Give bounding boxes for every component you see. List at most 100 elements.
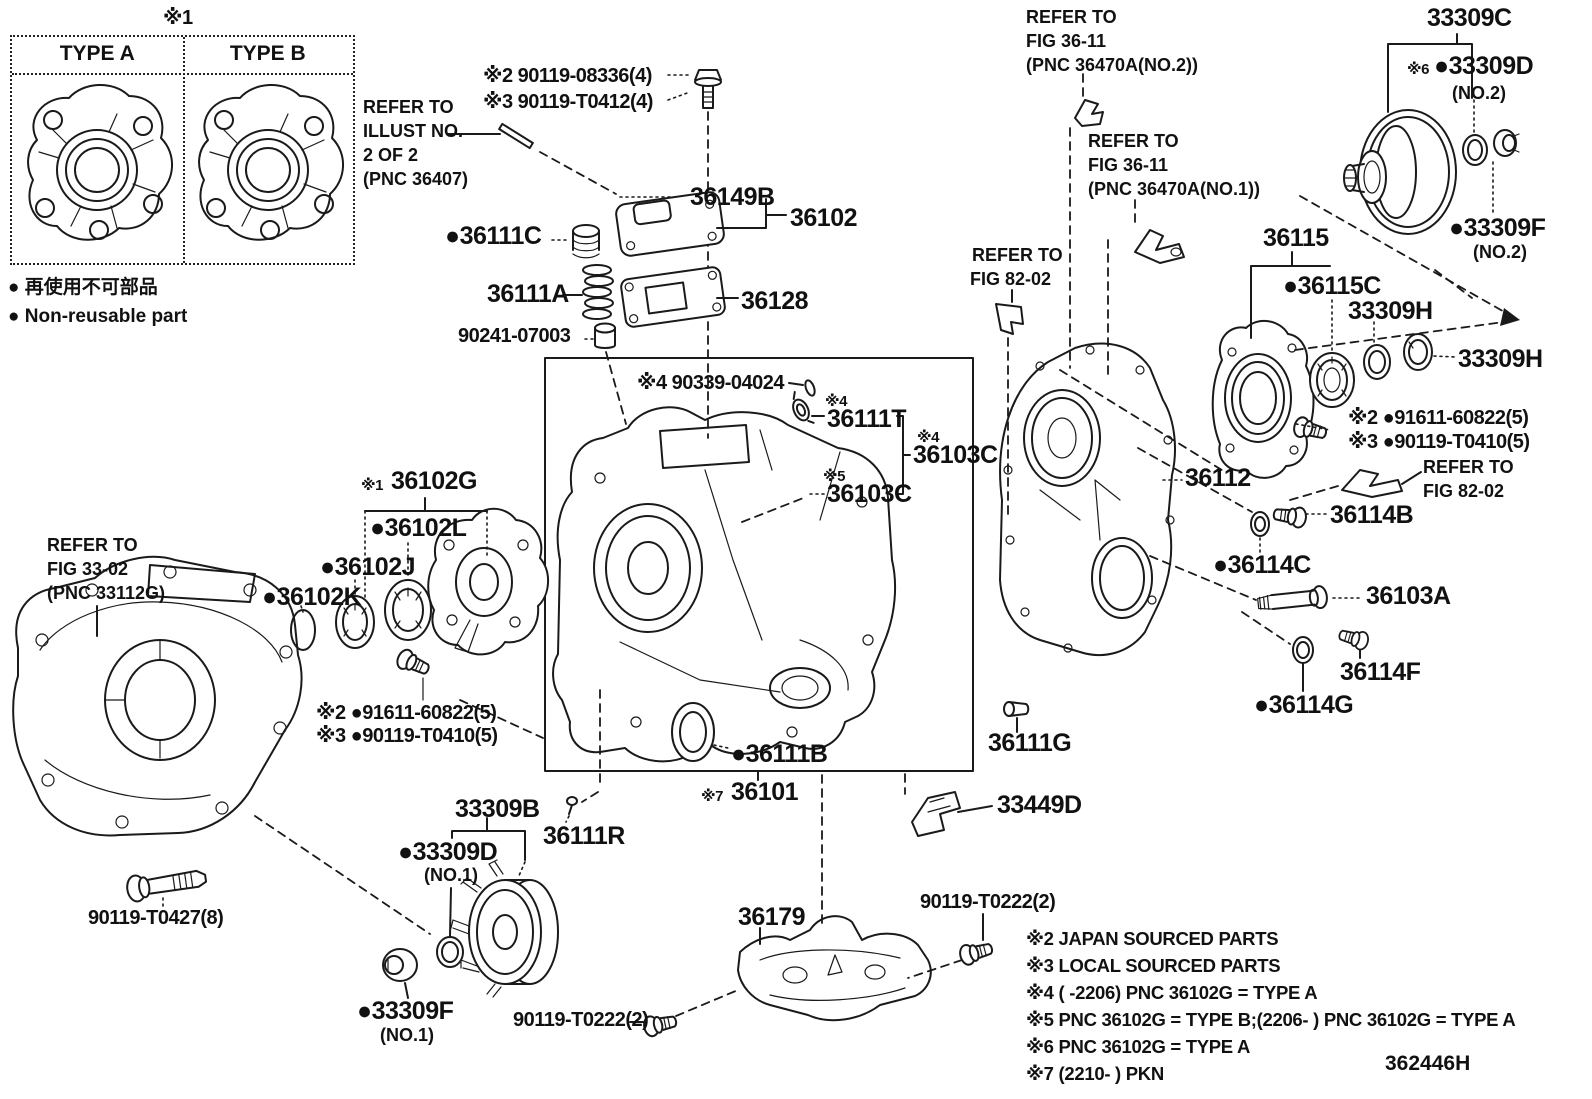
part-label-36111g: 36111G <box>988 729 1072 757</box>
part-36470a-no1-lever-sketch <box>1134 229 1185 264</box>
part-label-36128: 36128 <box>741 287 809 315</box>
bolt-36103a-sketch <box>1257 585 1328 611</box>
part-label-36115: 36115 <box>1263 224 1329 252</box>
part-36102j-bearing-sketch <box>335 595 375 649</box>
part-label-36112: 36112 <box>1185 464 1251 492</box>
part-label-no-1: (NO.1) <box>380 1025 434 1045</box>
type-b-header: TYPE B <box>229 42 306 65</box>
footnote-line: ※5 PNC 36102G = TYPE B;(2206- ) PNC 3610… <box>1026 1009 1516 1030</box>
part-label-33309h: 33309H <box>1458 345 1543 373</box>
part-label-fig-82-02: FIG 82-02 <box>970 269 1052 289</box>
part-36179-bracket-sketch <box>737 915 932 1022</box>
part-36114c-nut-sketch <box>1250 511 1270 537</box>
part-label-fig-36-11: FIG 36-11 <box>1026 31 1107 51</box>
part-33309c-drum-sketch <box>1343 109 1457 235</box>
part-36111b-seal-sketch <box>671 702 715 762</box>
part-36111t-sketch <box>792 390 815 424</box>
part-label-4-90339-04024: ※4 90339-04024 <box>637 372 785 394</box>
part-label-36103c: 36103C <box>913 441 998 469</box>
part-label-36102: 36102 <box>790 204 858 232</box>
part-label-pnc-36470a-no-2: (PNC 36470A(NO.2)) <box>1026 55 1199 75</box>
part-label-pnc-36407: (PNC 36407) <box>363 169 469 189</box>
part-label-90119-t0427-8: 90119-T0427(8) <box>88 907 224 929</box>
part-33309f-no1-sketch <box>382 948 418 982</box>
footnote-line: ※4 ( -2206) PNC 36102G = TYPE A <box>1026 982 1318 1003</box>
part-36115c-bearing-sketch <box>1309 352 1355 408</box>
part-label-33309f: ●33309F <box>1449 214 1546 242</box>
bolt-90119-t0427-sketch <box>126 869 208 903</box>
part-36111r-pin-sketch <box>566 796 578 815</box>
part-label-36111t: 36111T <box>827 405 907 433</box>
part-fig8202-lever-right-sketch <box>1341 469 1403 498</box>
part-label-refer-to: REFER TO <box>1088 131 1179 151</box>
part-label-3-90119-t0410-5: ※3 ●90119-T0410(5) <box>316 725 498 747</box>
part-label-fig-36-11: FIG 36-11 <box>1088 155 1169 175</box>
bolt-36114f-sketch <box>1336 624 1371 653</box>
part-label-pnc-36470a-no-1: (PNC 36470A(NO.1)) <box>1088 179 1261 199</box>
part-label-36114b: 36114B <box>1330 501 1414 529</box>
part-label-illust-no: ILLUST NO. <box>363 121 463 141</box>
part-label-7: ※7 <box>701 788 723 805</box>
footnotes: ※2 JAPAN SOURCED PARTS※3 LOCAL SOURCED P… <box>1026 928 1516 1090</box>
part-label-fig-33-02: FIG 33-02 <box>47 559 129 579</box>
part-90241-plug-sketch <box>594 322 616 349</box>
part-36128-sketch <box>620 266 726 328</box>
part-36111a-spring-sketch <box>582 264 614 320</box>
dowel-pin-sketch <box>498 122 534 150</box>
part-label-3-90119-t0412-4: ※3 90119-T0412(4) <box>483 91 653 113</box>
part-label-36114g: ●36114G <box>1254 691 1354 719</box>
part-label-36102l: ●36102L <box>370 514 467 542</box>
part-label-33309b: 33309B <box>455 795 540 823</box>
part-36149b-sketch <box>615 191 725 257</box>
part-label-36102j: ●36102J <box>320 553 416 581</box>
top-bolt-sketch <box>694 69 722 109</box>
install-arrowhead <box>1500 308 1520 326</box>
part-label-36103a: 36103A <box>1366 582 1451 610</box>
part-label-2-91611-60822-5: ※2 ●91611-60822(5) <box>316 702 497 724</box>
part-label-33309f: ●33309F <box>357 997 454 1025</box>
part-label-36103c: 36103C <box>827 480 912 508</box>
part-label-refer-to: REFER TO <box>972 245 1063 265</box>
part-label-4: ※4 <box>917 429 939 446</box>
footnote-line: ※7 (2210- ) PKN <box>1026 1063 1164 1084</box>
part-33309h-ring-sketch <box>1363 344 1391 380</box>
part-label-3-90119-t0410-5: ※3 ●90119-T0410(5) <box>1348 431 1530 453</box>
part-33309f-no2-sketch <box>1493 129 1520 157</box>
footnote-line: ※3 LOCAL SOURCED PARTS <box>1026 955 1281 976</box>
part-label-no-2: (NO.2) <box>1473 242 1527 262</box>
part-label-refer-to: REFER TO <box>47 535 138 555</box>
part-33309h-seal-sketch <box>1403 333 1433 371</box>
part-36112-case-sketch <box>999 342 1176 657</box>
part-label-33309d: ●33309D <box>1434 52 1534 80</box>
footnote-line: ※6 PNC 36102G = TYPE A <box>1026 1036 1251 1057</box>
part-label-33449d: 33449D <box>997 791 1082 819</box>
type-a-header: TYPE A <box>59 42 135 65</box>
part-label-4: ※4 <box>825 393 847 410</box>
part-fig8202-clamp-left-sketch <box>995 303 1024 335</box>
part-36102k-gasket-sketch <box>290 609 316 651</box>
bolt-36114b-sketch <box>1271 503 1309 530</box>
part-label-fig-82-02: FIG 82-02 <box>1423 481 1505 501</box>
part-label-no-2: (NO.2) <box>1452 83 1506 103</box>
part-label-36114c: ●36114C <box>1213 551 1311 579</box>
part-36114g-washer-sketch <box>1292 636 1314 664</box>
type-table-ref-mark: ※1 <box>163 7 193 29</box>
part-label-90119-t0222-2: 90119-T0222(2) <box>920 891 1056 913</box>
part-33309b-hub-sketch <box>450 859 559 998</box>
legend: ● 再使用不可部品 ● Non-reusable part <box>8 272 187 335</box>
part-label-33309h: 33309H <box>1348 297 1433 325</box>
part-label-5: ※5 <box>823 468 845 485</box>
part-label-36111a: 36111A <box>487 280 569 308</box>
part-label-2-of-2: 2 OF 2 <box>363 145 419 165</box>
part-label-36111c: ●36111C <box>445 222 542 250</box>
part-label-33309c: 33309C <box>1427 4 1512 32</box>
part-36115-retainer-sketch <box>1211 319 1315 479</box>
part-label-6: ※6 <box>1407 61 1429 78</box>
part-label-2-90119-08336-4: ※2 90119-08336(4) <box>483 65 652 87</box>
part-label-refer-to: REFER TO <box>363 97 454 117</box>
bolt-90119-t0222-top-sketch <box>957 937 996 968</box>
part-label-no-1: (NO.1) <box>424 865 478 885</box>
part-33309d-no2-sketch <box>1462 134 1488 166</box>
part-36470a-no2-clamp-sketch <box>1074 99 1104 127</box>
